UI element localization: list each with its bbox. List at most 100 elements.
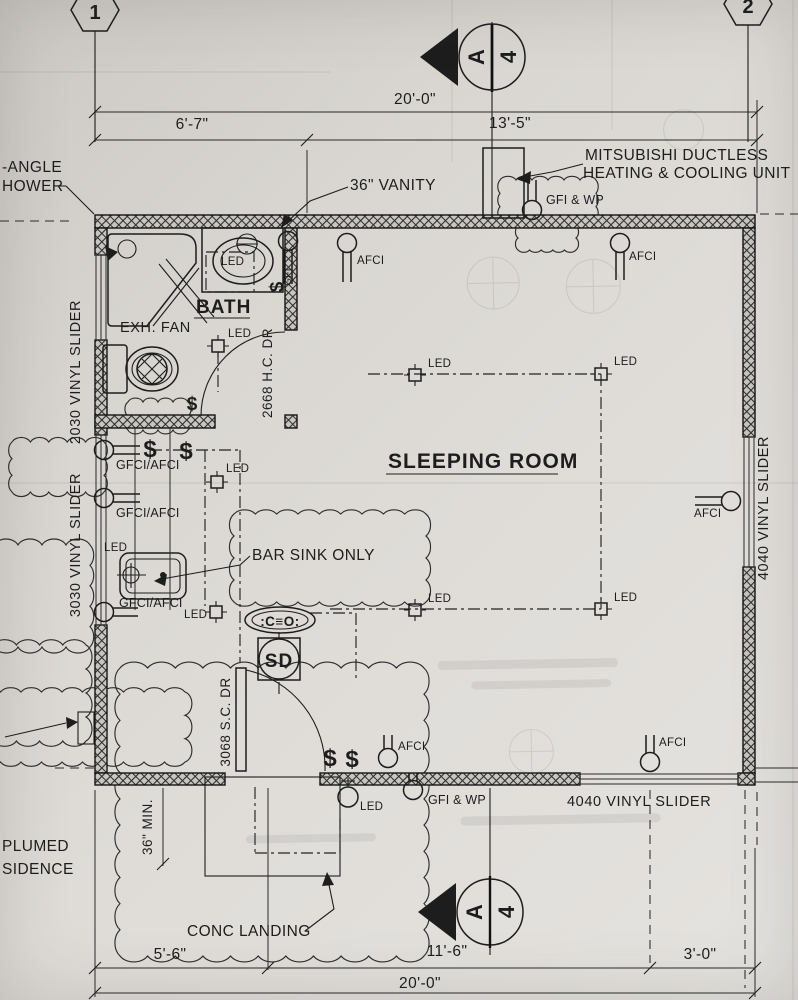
dim-bot-right: 3'-0"	[684, 946, 717, 963]
cloud-bath-small	[124, 397, 192, 435]
wall-bath-south	[94, 414, 216, 429]
gfci-afci-label-2: GFCI/AFCI	[116, 506, 180, 520]
outlet-afci-bottom-2	[639, 735, 661, 773]
wall-bottom-b	[319, 772, 581, 786]
afci-label-3: AFCI	[694, 508, 721, 520]
grid-label-2: 2	[742, 0, 753, 18]
bar-sink-label: BAR SINK ONLY	[252, 547, 375, 564]
led-label-vanity: LED	[221, 256, 244, 268]
outlet-afci-top-2	[609, 232, 631, 280]
led-fixture-squares	[205, 335, 612, 623]
dimensions	[0, 100, 798, 1000]
dim-bot-left: 5'-6"	[154, 946, 187, 963]
outlet-afci-top-1	[336, 232, 358, 282]
dim-top-right: 13'-5"	[489, 115, 531, 132]
led-square	[207, 335, 229, 357]
note-label-1: PLUMED	[2, 838, 69, 855]
shower-arrowhead	[105, 246, 118, 261]
led-square	[590, 363, 612, 385]
door-label-entry: 3068 S.C. DR	[218, 677, 233, 766]
switch-entry-2: $	[345, 746, 359, 773]
outlet-gfi-vanity	[277, 230, 299, 284]
neo-angle-shower	[105, 233, 215, 327]
window-left-lower	[95, 434, 107, 626]
dim-landing-depth: 36" MIN.	[140, 799, 155, 855]
led-square	[404, 364, 426, 386]
toilet-exhaust-fan	[102, 344, 179, 394]
outlet-gfi-wp-top	[521, 180, 543, 221]
led-exterior-fixture	[337, 778, 359, 808]
outlet-gfci-afci-3	[93, 601, 138, 623]
led-label-exterior: LED	[360, 801, 383, 813]
afci-label-4: AFCI	[398, 741, 425, 753]
outlet-gfi-wp-bottom	[402, 773, 424, 801]
led-square	[206, 471, 228, 493]
cloud-landing	[114, 661, 430, 963]
led-square	[205, 601, 227, 623]
led-label-sleeping-3: LED	[428, 593, 451, 605]
led-label-alcove-2: LED	[184, 609, 207, 621]
conc-landing-label: CONC LANDING	[187, 923, 311, 940]
led-square	[404, 599, 426, 621]
vanity-label: 36" VANITY	[350, 177, 436, 194]
window-label-right: 4040 VINYL SLIDER	[756, 436, 772, 580]
co-detector-label: :C≡O:	[260, 614, 300, 629]
section-letter-bottom: A	[462, 904, 487, 920]
leader-lines	[4, 163, 584, 932]
wiring	[134, 352, 602, 854]
ghost-bleed-marks	[245, 109, 705, 844]
window-label-left-upper: 2030 VINYL SLIDER	[68, 300, 84, 444]
shower-label-1: -ANGLE	[2, 159, 62, 176]
door-label-bath: 2668 H.C. DR	[260, 328, 275, 418]
led-label-sleeping-4: LED	[614, 592, 637, 604]
room-label-sleeping: SLEEPING ROOM	[388, 450, 578, 473]
co-detector	[244, 606, 316, 634]
walls	[94, 214, 756, 786]
wall-right-a	[742, 227, 756, 438]
dim-bot-total: 20'-0"	[399, 975, 441, 992]
wall-bath-east	[284, 227, 298, 331]
bar-sink	[117, 552, 187, 600]
wall-left-a	[94, 227, 108, 256]
led-square	[590, 598, 612, 620]
dim-top-total: 20'-0"	[394, 91, 436, 108]
switch-entry-1: $	[323, 745, 337, 772]
hvac-unit	[482, 147, 525, 219]
vanity	[201, 227, 284, 293]
grid-label-1: 1	[89, 2, 100, 24]
window-label-bottom: 4040 VINYL SLIDER	[567, 794, 711, 810]
outlet-gfci-afci-1	[93, 439, 140, 461]
led-label-bar-sink: LED	[104, 542, 127, 554]
revision-clouds	[0, 175, 599, 963]
wall-bottom-a	[94, 772, 226, 786]
entry-door-swing	[245, 669, 326, 772]
section-letter-top: A	[464, 49, 489, 65]
gfi-wp-label-bottom: GFI & WP	[428, 793, 486, 807]
bath-door-swing	[200, 331, 286, 417]
led-label-alcove-1: LED	[226, 463, 249, 475]
window-label-left-lower: 3030 VINYL SLIDER	[68, 473, 84, 617]
afci-label-5: AFCI	[659, 737, 686, 749]
outlet-gfci-afci-2	[93, 487, 140, 509]
grid-hexagon-1	[70, 0, 120, 32]
switch-bath: $	[187, 394, 198, 415]
gfci-afci-label-3: GFCI/AFCI	[119, 596, 183, 610]
switch-alcove-2: $	[179, 438, 193, 465]
dim-top-left: 6'-7"	[176, 116, 209, 133]
grid-hexagon-2	[723, 0, 773, 26]
section-sheet-bottom: 4	[494, 905, 519, 918]
cloud-left-wall	[8, 436, 108, 498]
exh-fan-label: EXH. FAN	[120, 320, 191, 336]
cloud-left-a	[0, 538, 95, 654]
wall-left-c	[94, 624, 108, 774]
cloud-left-c	[0, 687, 193, 767]
section-marker-bottom	[418, 788, 524, 955]
section-marker-top	[420, 22, 526, 215]
note-label-2: SIDENCE	[2, 861, 74, 878]
led-label-bath: LED	[228, 328, 251, 340]
room-label-bath: BATH	[196, 297, 251, 318]
gfi-wp-label-top: GFI & WP	[546, 193, 604, 207]
window-bottom	[579, 773, 739, 785]
